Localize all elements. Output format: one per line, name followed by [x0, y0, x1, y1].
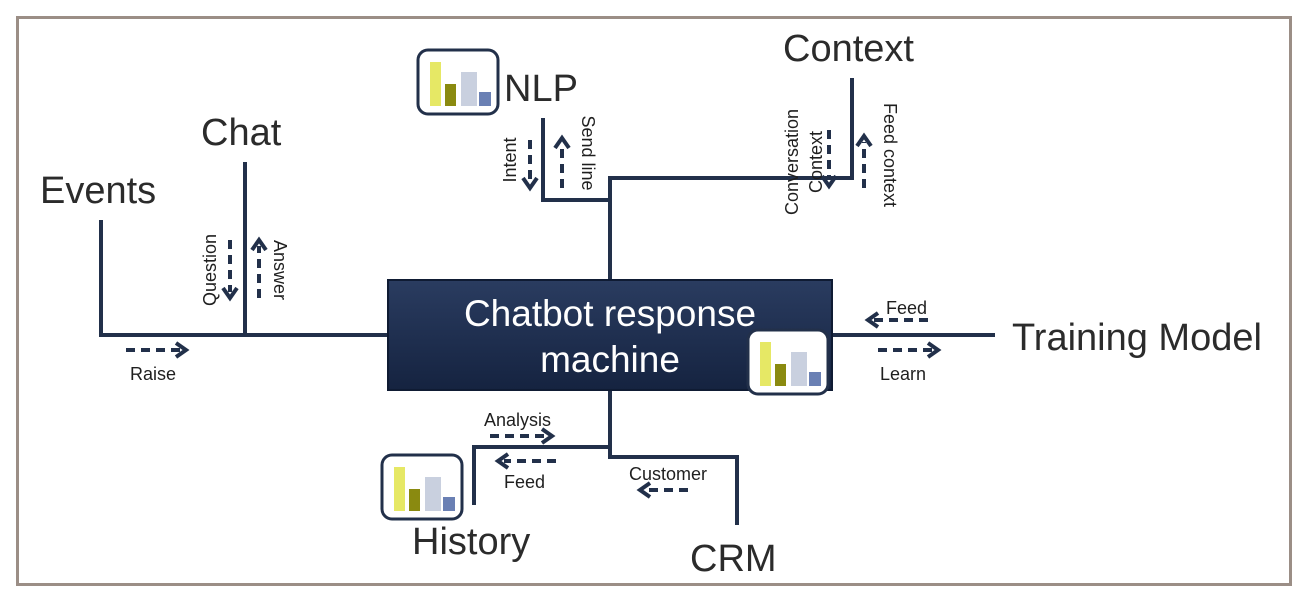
- send-line-label: Send line: [578, 115, 598, 190]
- flow-arrows: [126, 130, 942, 499]
- bar-chart-icon: [416, 48, 500, 116]
- question-arrow: [221, 240, 239, 302]
- context-flow-label: Context: [806, 131, 826, 193]
- connector-lines: [99, 78, 995, 525]
- training-model-label: Training Model: [1012, 317, 1262, 359]
- feed-training-arrow: [864, 311, 928, 329]
- crm-label: CRM: [690, 538, 777, 580]
- feed-history-label: Feed: [504, 472, 545, 492]
- customer-label: Customer: [629, 464, 707, 484]
- bar-chart-icon: [746, 328, 830, 396]
- answer-arrow: [250, 236, 268, 298]
- raise-arrow: [126, 341, 190, 359]
- conversation-label: Conversation: [782, 109, 802, 215]
- core-title-line2: machine: [540, 339, 680, 380]
- feed-history-arrow: [494, 452, 556, 470]
- intent-label: Intent: [500, 137, 520, 182]
- question-label: Question: [200, 234, 220, 306]
- chat-label: Chat: [201, 112, 282, 154]
- context-label: Context: [783, 28, 914, 70]
- feed-context-arrow: [855, 132, 873, 188]
- core-title-line1: Chatbot response: [464, 293, 756, 334]
- feed-context-label: Feed context: [880, 103, 900, 207]
- answer-label: Answer: [270, 240, 290, 300]
- send-line-arrow: [553, 134, 571, 188]
- feed-training-label: Feed: [886, 298, 927, 318]
- learn-label: Learn: [880, 364, 926, 384]
- nlp-label: NLP: [504, 68, 578, 110]
- analysis-arrow: [490, 427, 556, 445]
- customer-arrow: [636, 481, 688, 499]
- conversation-context-arrow: [820, 130, 838, 190]
- history-label: History: [412, 521, 530, 563]
- bar-chart-icon: [380, 453, 464, 521]
- raise-label: Raise: [130, 364, 176, 384]
- analysis-label: Analysis: [484, 410, 551, 430]
- events-label: Events: [40, 170, 156, 212]
- intent-arrow: [521, 140, 539, 192]
- learn-arrow: [878, 341, 942, 359]
